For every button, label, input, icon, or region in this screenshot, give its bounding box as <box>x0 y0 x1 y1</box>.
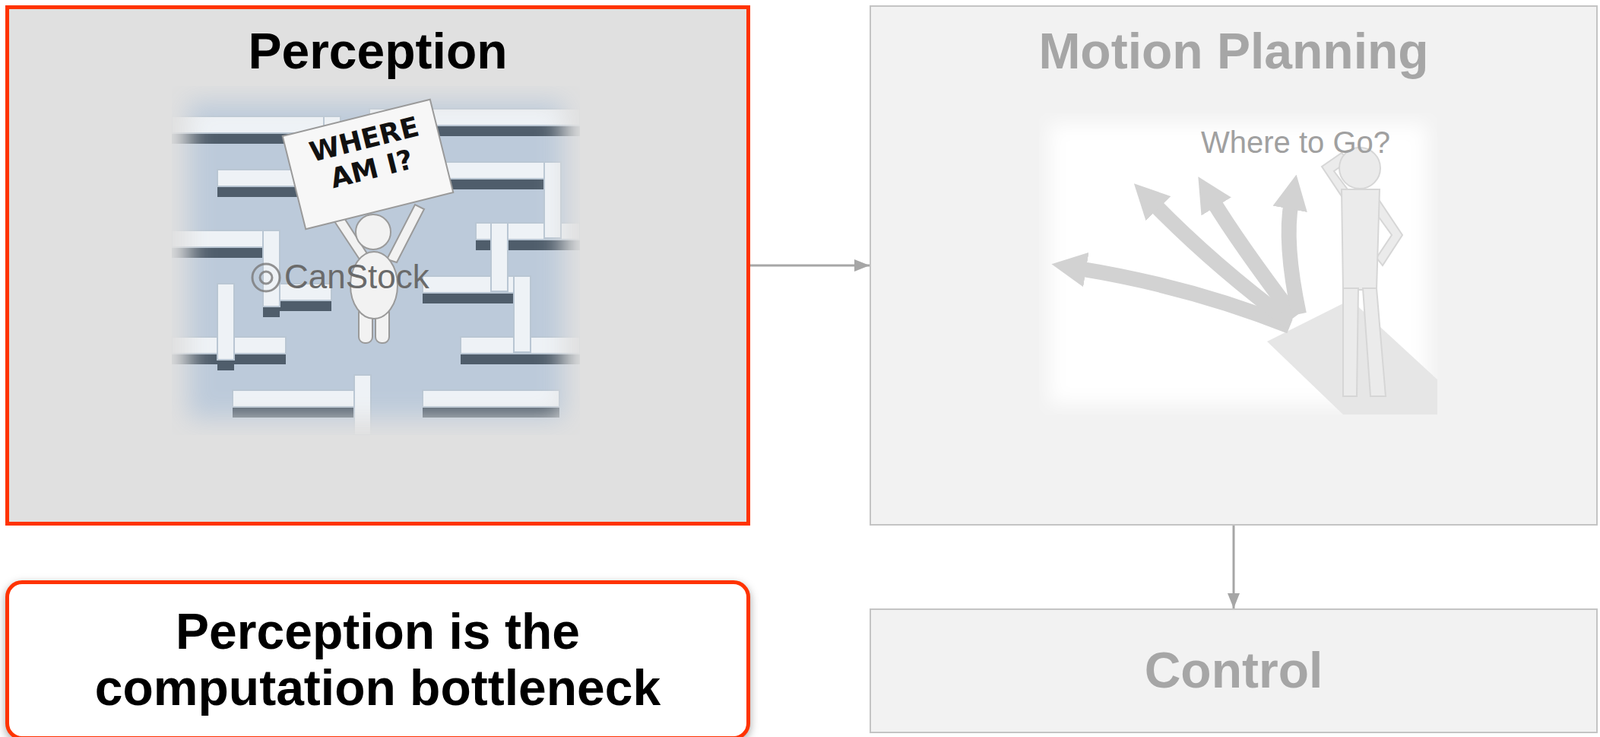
sign-board <box>282 99 454 230</box>
maze-wall-tops <box>171 116 324 134</box>
thinking-figure <box>1321 147 1403 397</box>
watermark-icon <box>252 263 280 292</box>
perception-box: WHERE AM I?CanStockPerception <box>5 5 751 526</box>
person-figure <box>355 214 391 250</box>
flow-arrow <box>750 264 870 267</box>
thinking-figure <box>1362 288 1386 397</box>
watermark-icon <box>252 263 280 292</box>
maze-wall-tops <box>491 222 508 292</box>
maze-wall-tops <box>232 389 355 407</box>
maze-wall-tops <box>171 108 580 435</box>
motion-planning-box: Where to Go? Motion Planning <box>869 5 1598 526</box>
watermark-icon <box>259 271 273 284</box>
box-title: Control <box>1144 641 1324 700</box>
flow-arrow <box>1232 525 1236 609</box>
maze-wall-tops <box>171 230 263 248</box>
box-title: Motion Planning <box>871 22 1597 81</box>
box-title: Perception <box>9 22 747 81</box>
maze <box>171 85 580 435</box>
thinking-figure <box>1343 288 1359 397</box>
maze <box>171 85 580 435</box>
maze-wall-tops <box>217 283 235 360</box>
direction-arrows <box>1078 199 1300 327</box>
crossroads-illustration: Where to Go? <box>1039 113 1438 415</box>
box-title: Perception is the computation bottleneck <box>54 603 701 717</box>
maze-wall-tops <box>354 374 371 435</box>
person-figure <box>386 204 425 263</box>
callout-box: Perception is the computation bottleneck <box>5 579 751 737</box>
sign-board <box>282 99 454 230</box>
control-box: Control <box>869 608 1598 733</box>
picture-caption: Where to Go? <box>1200 125 1391 160</box>
maze-illustration: WHERE AM I?CanStock <box>171 85 580 435</box>
picture-ground <box>1049 123 1427 404</box>
watermark: CanStock <box>284 257 430 296</box>
thinking-figure <box>1341 189 1380 290</box>
direction-arrows <box>1289 201 1300 314</box>
maze-wall-tops <box>422 389 560 407</box>
maze-wall-tops <box>544 161 561 238</box>
maze-wall-tops <box>513 275 531 352</box>
